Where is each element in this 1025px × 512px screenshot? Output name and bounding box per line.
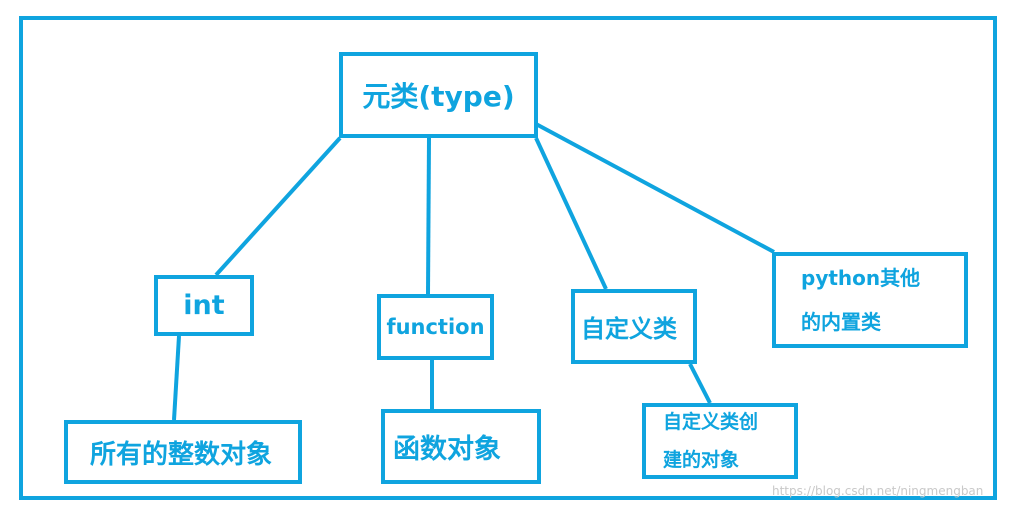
node-label: 自定义类 (581, 315, 677, 343)
outer-frame (19, 16, 997, 500)
node-custom-class-objects: 自定义类创 建的对象 (642, 403, 798, 479)
node-metaclass-type: 元类(type) (339, 52, 538, 138)
edge-type-int (214, 136, 342, 277)
node-label-line1: python其他 (801, 266, 921, 290)
node-label: int (183, 290, 225, 321)
node-function-objects: 函数对象 (381, 409, 541, 484)
node-function: function (377, 294, 494, 360)
node-custom-class: 自定义类 (571, 289, 697, 364)
edge-type-function (426, 137, 431, 295)
edge-custom-class-custom-objects (688, 363, 712, 404)
edge-type-custom-class (534, 137, 608, 290)
node-label: 元类(type) (362, 80, 515, 113)
node-label: 函数对象 (393, 434, 501, 465)
watermark: https://blog.csdn.net/ningmengban (772, 484, 984, 498)
node-int: int (154, 275, 254, 336)
node-label: function (386, 315, 485, 339)
node-int-objects: 所有的整数对象 (64, 420, 302, 484)
node-label: 所有的整数对象 (90, 439, 273, 470)
node-python-builtin-classes: python其他 的内置类 (772, 252, 968, 348)
edge-type-python-builtin (535, 122, 775, 254)
edge-int-int-objects (172, 335, 181, 421)
node-label-line1: 自定义类创 (663, 411, 759, 433)
node-label-line2: 的内置类 (801, 310, 881, 334)
node-label-line2: 建的对象 (663, 449, 740, 471)
